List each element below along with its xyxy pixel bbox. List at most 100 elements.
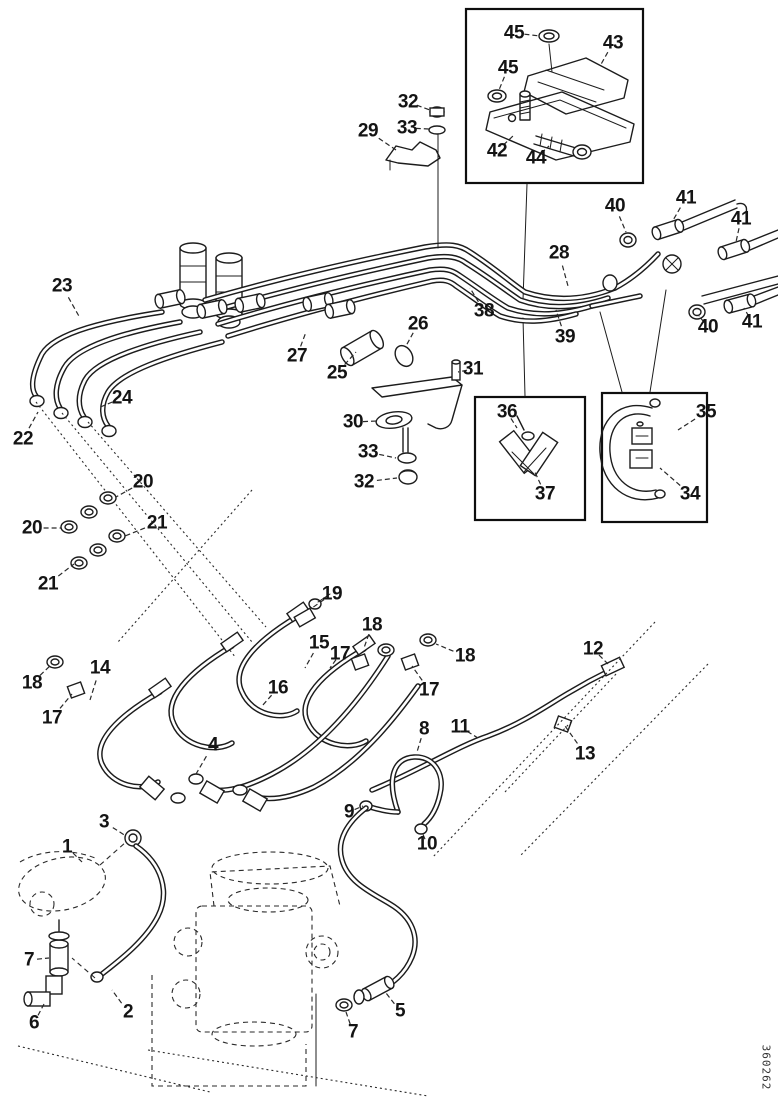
leader-34-29 [659,467,681,486]
filter-outline [18,841,127,917]
callout-31-20: 31 [462,358,484,380]
callout-17-37: 17 [329,643,351,665]
leader-18-38 [435,643,454,652]
callout-4-47: 4 [207,734,219,756]
inset-box-bracket-detail [464,7,645,301]
inset-box-clamp-detail [473,317,587,522]
callout-21-31: 21 [146,512,168,534]
callout-14-42: 14 [89,657,111,679]
callout-23-12: 23 [51,275,73,297]
leader-33-24 [379,453,397,459]
callout-41-9: 41 [675,187,697,209]
callout-27-17: 27 [286,345,308,367]
callout-45-2: 45 [497,57,519,79]
leader-22-23 [28,411,39,429]
leader-41-10 [735,228,740,243]
callout-7-57: 7 [347,1021,359,1043]
callout-18-35: 18 [361,614,383,636]
leader-15-36 [304,652,314,669]
callout-16-43: 16 [267,677,289,699]
callout-32-3: 32 [397,91,419,113]
leader-40-8 [618,216,627,233]
callout-40-8: 40 [604,195,626,217]
callout-32-25: 32 [353,471,375,493]
callout-33-4: 33 [396,117,418,139]
callout-22-23: 22 [12,428,34,450]
leader-17-37 [329,659,337,669]
leader-41-9 [671,207,681,223]
callout-39-14: 39 [554,326,576,348]
callout-36-26: 36 [496,401,518,423]
callout-10-51: 10 [416,833,438,855]
leader-32-3 [416,104,431,111]
leader-41-16 [743,307,750,317]
fuel-line-right-run [154,131,661,368]
callout-30-22: 30 [342,411,364,433]
supply-hose-group [23,829,167,1007]
leader-23-12 [67,297,81,319]
callout-8-46: 8 [418,718,430,740]
leader-35-28 [677,418,696,431]
upper-clamp-parts [385,106,446,171]
fuel-line-bundle [29,309,225,438]
leader-42-6 [502,135,514,146]
leader-8-46 [416,738,422,753]
leader-30-22 [362,420,379,423]
callout-17-39: 17 [418,679,440,701]
leader-10-51 [421,831,426,840]
callout-21-33: 21 [37,573,59,595]
leader-9-49 [354,805,364,811]
callout-12-40: 12 [582,638,604,660]
leader-43-1 [599,51,609,67]
leader-12-40 [598,654,609,665]
leader-16-43 [261,694,273,707]
callout-41-16: 41 [741,311,763,333]
right-connectors [619,199,778,320]
callout-26-18: 26 [407,313,429,335]
leader-18-41 [39,663,53,676]
injection-line-group [46,593,437,813]
callout-37-27: 37 [534,483,556,505]
leader-11-45 [466,730,479,739]
leader-37-27 [533,469,542,485]
callout-17-44: 17 [41,707,63,729]
pump-outline [17,851,429,1097]
figure-part-number: 360262 [759,1044,773,1091]
leader-3-50 [112,827,127,837]
callout-25-19: 25 [326,362,348,384]
callout-41-10: 41 [730,208,752,230]
leader-45-2 [498,76,505,91]
loop-hose-group [315,754,444,1087]
leader-28-11 [561,265,569,287]
leader-5-56 [385,992,395,1005]
callout-29-5: 29 [357,120,379,142]
leader-29-5 [378,137,397,151]
callout-2-54: 2 [122,1001,134,1023]
leader-32-25 [376,477,398,482]
leader-18-35 [363,634,370,649]
callout-40-15: 40 [697,316,719,338]
callout-18-41: 18 [21,672,43,694]
leader-44-7 [540,145,550,154]
callout-11-45: 11 [450,716,470,738]
leader-6-55 [37,1003,45,1016]
callout-43-1: 43 [602,32,624,54]
callout-9-49: 9 [343,801,355,823]
leader-1-52 [72,852,83,863]
leader-26-18 [405,332,414,347]
callout-24-21: 24 [111,387,133,409]
leader-38-13 [469,287,479,303]
callout-42-6: 42 [486,140,508,162]
callout-20-32: 20 [21,517,43,539]
callout-1-52: 1 [61,836,73,858]
leader-7-57 [345,1011,351,1025]
callout-18-38: 18 [454,645,476,667]
callout-33-24: 33 [357,441,379,463]
callout-20-30: 20 [132,471,154,493]
callout-28-11: 28 [548,242,570,264]
callout-3-50: 3 [98,811,110,833]
leader-27-17 [300,331,307,347]
leader-19-34 [311,599,325,609]
leader-13-48 [564,725,578,744]
